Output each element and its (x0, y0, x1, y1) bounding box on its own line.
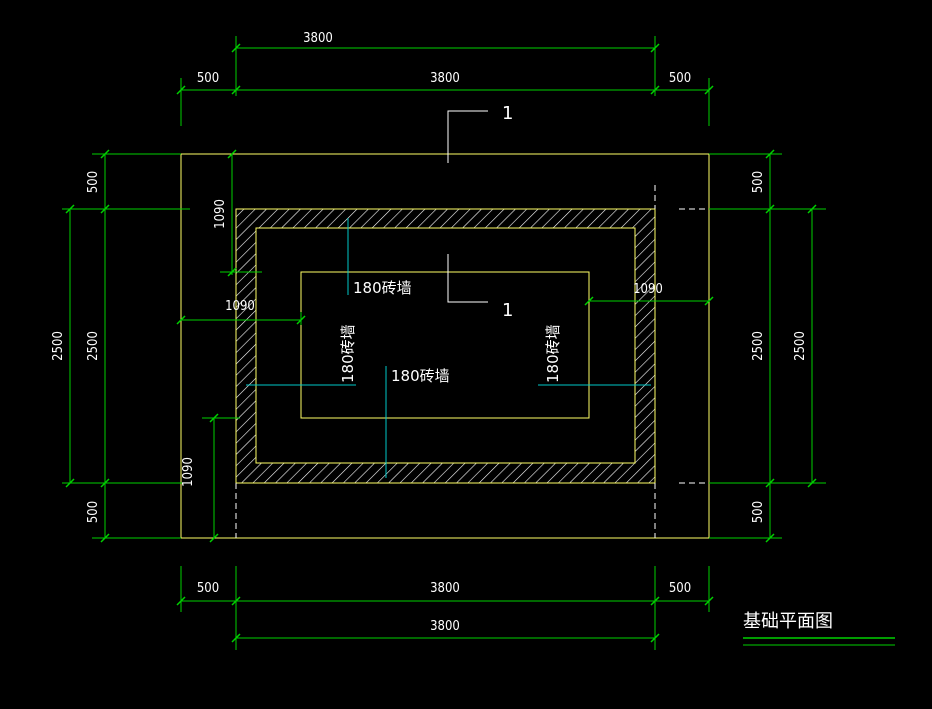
wall-label-left: 180砖墙 (339, 324, 357, 383)
dim-1090-bottom-left: 1090 (181, 457, 196, 487)
wall-label-top: 180砖墙 (353, 279, 412, 297)
footing-outline (180, 153, 710, 539)
dim-bottom-mid: 3800 (430, 581, 460, 596)
inner-pit-outline (300, 271, 590, 419)
dim-left-mid: 2500 (86, 331, 101, 361)
dimension-lines (62, 36, 826, 650)
dim-top-right: 500 (669, 71, 691, 86)
hatched-wall (236, 209, 655, 483)
wall-label-right: 180砖墙 (544, 324, 562, 383)
dim-left-overall: 2500 (51, 331, 66, 361)
plan-geometry (180, 153, 710, 539)
dim-left-bottom: 500 (86, 501, 101, 523)
dim-right-mid: 2500 (751, 331, 766, 361)
section-mark-middle: 1 (502, 300, 513, 321)
dim-1090-right: 1090 (633, 282, 663, 297)
dim-right-overall: 2500 (793, 331, 808, 361)
dim-right-top: 500 (751, 171, 766, 193)
wall-inner-edge (255, 227, 636, 464)
section-marks (447, 110, 488, 303)
drawing-title: 基础平面图 (743, 611, 833, 632)
dim-left-top: 500 (86, 171, 101, 193)
dim-bottom-overall: 3800 (430, 619, 460, 634)
dim-1090-mid-left: 1090 (225, 299, 255, 314)
dimension-ticks (65, 43, 817, 643)
dim-bottom-right: 500 (669, 581, 691, 596)
section-mark-top: 1 (502, 103, 513, 124)
dim-right-bottom: 500 (751, 501, 766, 523)
dim-bottom-left: 500 (197, 581, 219, 596)
dim-1090-top-left: 1090 (213, 199, 228, 229)
dim-top-mid: 3800 (430, 71, 460, 86)
dim-top-overall: 3800 (303, 31, 333, 46)
dim-top-left: 500 (197, 71, 219, 86)
wall-outer-edge (235, 208, 656, 484)
wall-label-center: 180砖墙 (391, 367, 450, 385)
